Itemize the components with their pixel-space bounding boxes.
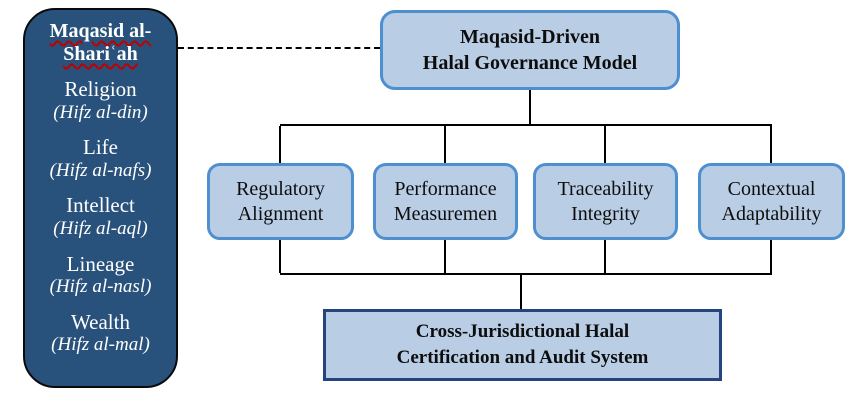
maqasid-item-life: Life (Hifz al-nafs) (50, 135, 152, 182)
panel-title-line2: Shariʿah (63, 43, 138, 65)
bottom-box-certification-audit-system: Cross-Jurisdictional Halal Certification… (323, 309, 722, 381)
root-box-line1: Maqasid-Driven (460, 26, 600, 48)
maqasid-item-lineage: Lineage (Hifz al-nasl) (50, 252, 152, 299)
connector-down-pillar-3 (604, 240, 606, 273)
root-box-line2: Halal Governance Model (422, 52, 638, 74)
pillar-box-regulatory-alignment: Regulatory Alignment (207, 163, 354, 240)
pillar-line1: Traceability (557, 177, 654, 200)
panel-title-line1: Maqasid al- (49, 20, 152, 42)
item-name: Life (83, 135, 118, 160)
pillar-line1: Performance (394, 177, 497, 200)
item-arabic: (Hifz al-nafs) (49, 159, 152, 181)
item-name: Lineage (66, 251, 135, 276)
connector-down-pillar-2 (444, 240, 446, 273)
pillar-line2: Alignment (237, 202, 324, 225)
connector-drop-pillar-1 (279, 126, 281, 163)
item-name: Religion (64, 77, 137, 101)
connector-drop-pillar-3 (604, 126, 606, 163)
item-arabic: (Hifz al-aql) (53, 218, 148, 240)
connector-down-pillar-4 (770, 240, 772, 273)
connector-root-drop (529, 90, 531, 124)
item-arabic: (Hifz al-din) (53, 101, 148, 123)
connector-upper-horizontal (280, 124, 772, 126)
pillar-line1: Regulatory (236, 177, 325, 200)
pillar-box-performance-measurement: Performance Measuremen (373, 163, 518, 240)
item-name: Intellect (66, 193, 135, 218)
pillar-box-traceability-integrity: Traceability Integrity (533, 163, 678, 240)
connector-bottom-drop (520, 275, 522, 309)
connector-drop-pillar-2 (444, 126, 446, 163)
bottom-box-line2: Certification and Audit System (396, 347, 649, 368)
pillar-line2: Adaptability (721, 202, 822, 225)
pillar-box-contextual-adaptability: Contextual Adaptability (698, 163, 845, 240)
item-name: Wealth (71, 309, 130, 334)
panel-title: Maqasid al- Shariʿah (50, 20, 152, 66)
pillar-line2: Measuremen (393, 202, 498, 225)
connector-dashed-panel-to-root (178, 47, 380, 49)
pillar-line1: Contextual (727, 177, 816, 200)
connector-down-pillar-1 (279, 240, 281, 273)
connector-drop-pillar-4 (770, 126, 772, 163)
connector-lower-horizontal (280, 273, 772, 275)
item-arabic: (Hifz al-nasl) (49, 276, 152, 298)
maqasid-item-wealth: Wealth (Hifz al-mal) (51, 310, 150, 357)
root-box-maqasid-driven-model: Maqasid-Driven Halal Governance Model (380, 10, 680, 90)
bottom-box-line1: Cross-Jurisdictional Halal (415, 321, 630, 343)
maqasid-shariah-panel: Maqasid al- Shariʿah Religion (Hifz al-d… (23, 8, 178, 388)
pillar-line2: Integrity (571, 202, 640, 225)
item-arabic: (Hifz al-mal) (51, 334, 150, 356)
maqasid-item-intellect: Intellect (Hifz al-aql) (53, 193, 147, 240)
maqasid-item-religion: Religion (Hifz al-din) (53, 77, 147, 124)
